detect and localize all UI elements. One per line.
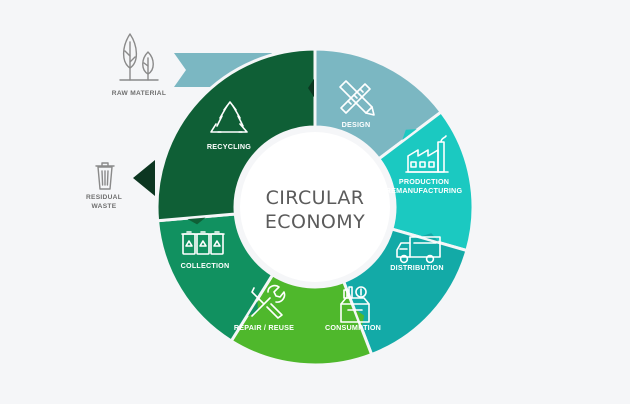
- segment-label-repair-reuse: REPAIR / REUSE: [234, 323, 294, 332]
- segment-notch: [308, 79, 314, 97]
- factory-icon: [405, 135, 449, 173]
- recycling-icon: [210, 101, 248, 133]
- segment-label-production-line2: REMANUFACTURING: [386, 186, 463, 195]
- shopping-box-icon: [340, 286, 370, 323]
- segment-notch: [187, 217, 206, 225]
- segment-label-design: DESIGN: [342, 120, 371, 129]
- raw-material-label: RAW MATERIAL: [112, 90, 166, 97]
- residual-waste-label-line2: WASTE: [92, 203, 117, 210]
- wrench-screwdriver-icon: [251, 284, 286, 319]
- segment-label-production-line1: PRODUCTION: [399, 177, 449, 186]
- segment-notch: [402, 129, 417, 141]
- center-title-line1: CIRCULAR: [266, 187, 365, 209]
- ring: [155, 47, 475, 367]
- segment-label-recycling: RECYCLING: [207, 142, 251, 151]
- trees-icon: [119, 33, 159, 81]
- segment-label-collection: COLLECTION: [181, 261, 230, 270]
- residual-waste-arrow: [133, 160, 155, 196]
- recycle-bins-icon: [181, 231, 225, 255]
- trash-can-icon: [95, 162, 115, 190]
- segment-label-consumption: CONSUMPTION: [325, 323, 381, 332]
- segment-label-distribution: DISTRIBUTION: [390, 263, 444, 272]
- residual-waste-label-line1: RESIDUAL: [86, 194, 122, 201]
- truck-icon: [396, 236, 441, 264]
- pencil-ruler-icon: [339, 80, 375, 116]
- center-title-line2: ECONOMY: [265, 211, 365, 233]
- center-circle: [240, 132, 390, 282]
- ring-segment-collection: [155, 47, 317, 223]
